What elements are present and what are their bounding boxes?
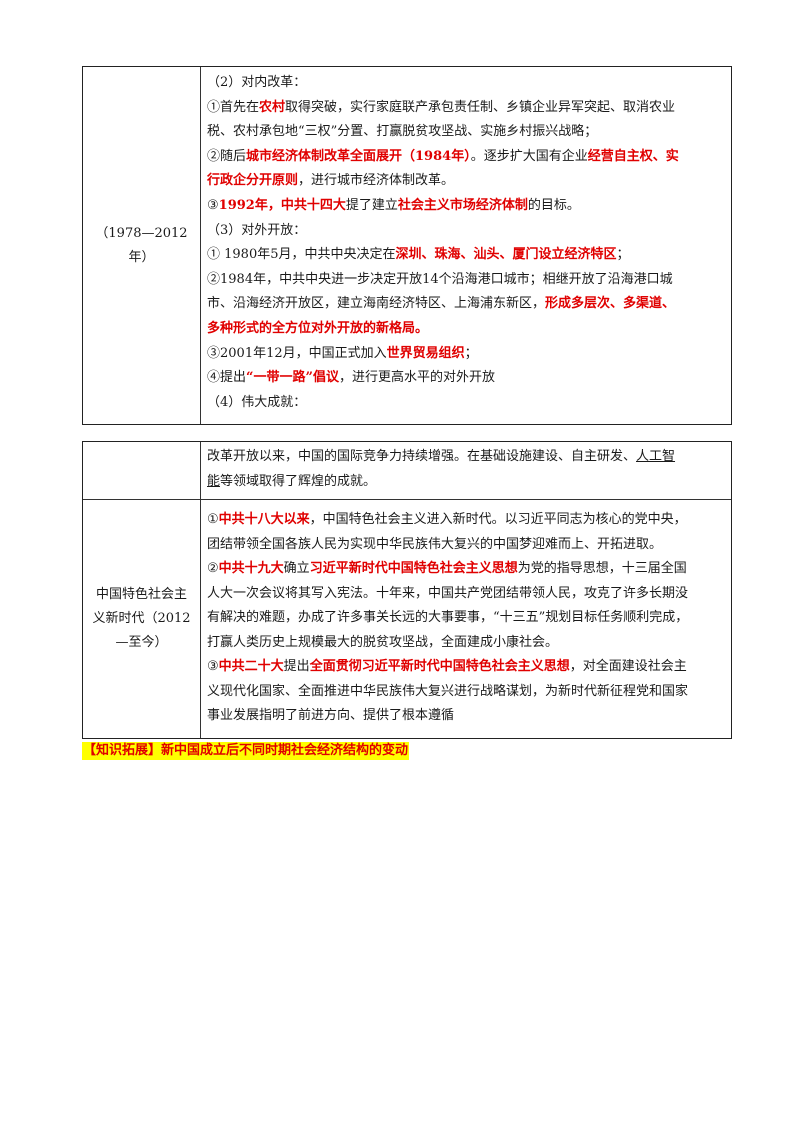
text-segment: 人大一次会议将其写入宪法。十年来，中国共产党团结带领人民，攻克了许多长期没 bbox=[207, 585, 689, 601]
underlined-text: 能 bbox=[207, 473, 221, 489]
text-segment: ，进行更高水平的对外开放 bbox=[338, 370, 495, 386]
text-line: 打赢人类历史上规模最大的脱贫攻坚战，全面建成小康社会。 bbox=[207, 631, 725, 656]
text-line: （2）对内改革： bbox=[207, 71, 725, 96]
text-segment: ① bbox=[207, 512, 219, 527]
text-line: ③2001年12月，中国正式加入世界贸易组织； bbox=[207, 342, 725, 367]
highlight-text: 习近平新时代中国特色社会主义思想 bbox=[309, 561, 518, 576]
text-line: ①中共十八大以来，中国特色社会主义进入新时代。以习近平同志为核心的党中央， bbox=[207, 508, 725, 533]
highlight-text: “一带一路”倡议 bbox=[246, 370, 339, 386]
text-line: ①首先在农村取得突破，实行家庭联产承包责任制、乡镇企业异军突起、取消农业 bbox=[207, 96, 725, 121]
text-segment: ，中国特色社会主义进入新时代。以习近平同志为核心的党中央， bbox=[309, 512, 687, 527]
text-segment: ； bbox=[616, 247, 630, 263]
text-segment: 打赢人类历史上规模最大的脱贫攻坚战，全面建成小康社会。 bbox=[207, 634, 559, 650]
text-segment: 等领域取得了辉煌的成就。 bbox=[220, 473, 377, 489]
underlined-text: 人工智 bbox=[636, 449, 676, 464]
text-line: 义现代化国家、全面推进中华民族伟大复兴进行战略谋划，为新时代新征程党和国家 bbox=[207, 680, 725, 705]
text-segment: 团结带领全国各族人民为实现中华民族伟大复兴的中国梦迎难而上、开拓进取。 bbox=[207, 536, 663, 552]
text-line: 行政企分开原则，进行城市经济体制改革。 bbox=[207, 169, 725, 194]
highlight-text: 城市经济体制改革全面展开（1984年） bbox=[246, 148, 471, 164]
text-segment: ③ bbox=[207, 197, 219, 213]
text-line: 事业发展指明了前进方向、提供了根本遵循 bbox=[207, 704, 725, 729]
text-segment: ，进行城市经济体制改革。 bbox=[298, 173, 455, 189]
knowledge-extension-heading: 【知识拓展】新中国成立后不同时期社会经济结构的变动 bbox=[82, 742, 410, 760]
text-segment: 取得突破，实行家庭联产承包责任制、乡镇企业异军突起、取消农业 bbox=[285, 99, 676, 115]
text-line: （3）对外开放： bbox=[207, 219, 725, 244]
text-line: 改革开放以来，中国的国际竞争力持续增强。在基础设施建设、自主研发、人工智 bbox=[207, 445, 725, 470]
text-segment: ①首先在 bbox=[207, 99, 260, 115]
text-segment: ③2001年12月，中国正式加入 bbox=[207, 345, 387, 361]
text-segment: （4）伟大成就： bbox=[207, 394, 307, 410]
text-segment: 的目标。 bbox=[527, 197, 580, 213]
highlight-text: 中共二十大 bbox=[218, 659, 284, 674]
text-line: ① 1980年5月，中共中央决定在深圳、珠海、汕头、厦门设立经济特区； bbox=[207, 243, 725, 268]
empty-label-cell bbox=[83, 442, 201, 499]
period-label-line: （1978—2012 bbox=[95, 225, 188, 241]
table-row: 中国特色社会主 义新时代（2012 —至今） ①中共十八大以来，中国特色社会主义… bbox=[83, 500, 731, 738]
period-label-cell: 中国特色社会主 义新时代（2012 —至今） bbox=[83, 500, 201, 738]
text-line: ②1984年，中共中央进一步决定开放14个沿海港口城市；相继开放了沿海港口城 bbox=[207, 268, 725, 293]
text-segment: ； bbox=[464, 345, 478, 361]
text-line: 人大一次会议将其写入宪法。十年来，中国共产党团结带领人民，攻克了许多长期没 bbox=[207, 582, 725, 607]
text-line: （4）伟大成就： bbox=[207, 391, 725, 416]
text-segment: 。逐步扩大国有企业 bbox=[470, 148, 588, 164]
highlight-text: 全面贯彻习近平新时代中国特色社会主义思想 bbox=[309, 659, 570, 674]
highlight-text: 多种形式的全方位对外开放的新格局。 bbox=[207, 320, 429, 336]
period-label-cell: （1978—2012 年） bbox=[83, 67, 201, 424]
text-line: ②随后城市经济体制改革全面展开（1984年）。逐步扩大国有企业经营自主权、实 bbox=[207, 145, 725, 170]
text-segment: ① 1980年5月，中共中央决定在 bbox=[207, 247, 396, 263]
text-line: 市、沿海经济开放区，建立海南经济特区、上海浦东新区，形成多层次、多渠道、 bbox=[207, 292, 725, 317]
text-segment: ④提出 bbox=[207, 370, 247, 386]
text-segment: ，对全面建设社会主 bbox=[569, 659, 687, 674]
period-label-line: —至今） bbox=[115, 635, 168, 650]
content-cell: （2）对内改革： ①首先在农村取得突破，实行家庭联产承包责任制、乡镇企业异军突起、… bbox=[201, 67, 731, 424]
text-segment: 确立 bbox=[283, 561, 310, 576]
highlight-text: 经营自主权、实 bbox=[587, 148, 679, 164]
text-line: 多种形式的全方位对外开放的新格局。 bbox=[207, 317, 725, 342]
highlight-text: 中共十八大以来 bbox=[218, 512, 310, 527]
text-line: ③1992年，中共十四大提了建立社会主义市场经济体制的目标。 bbox=[207, 194, 725, 219]
content-cell: ①中共十八大以来，中国特色社会主义进入新时代。以习近平同志为核心的党中央， 团结带… bbox=[201, 500, 731, 738]
highlight-text: 中共十九大 bbox=[218, 561, 284, 576]
highlight-text: 深圳、珠海、汕头、厦门设立经济特区 bbox=[395, 247, 617, 263]
text-line: ②中共十九大确立习近平新时代中国特色社会主义思想为党的指导思想，十三届全国 bbox=[207, 557, 725, 582]
text-segment: 市、沿海经济开放区，建立海南经济特区、上海浦东新区， bbox=[207, 296, 546, 312]
text-line: ③中共二十大提出全面贯彻习近平新时代中国特色社会主义思想，对全面建设社会主 bbox=[207, 655, 725, 680]
text-segment: （3）对外开放： bbox=[207, 222, 307, 238]
text-line: 有解决的难题，办成了许多事关长远的大事要事，“十三五”规划目标任务顺利完成， bbox=[207, 606, 725, 631]
text-line: 能等领域取得了辉煌的成就。 bbox=[207, 470, 725, 495]
text-segment: 为党的指导思想，十三届全国 bbox=[517, 561, 687, 576]
text-line: 团结带领全国各族人民为实现中华民族伟大复兴的中国梦迎难而上、开拓进取。 bbox=[207, 533, 725, 558]
highlight-text: 行政企分开原则 bbox=[207, 173, 299, 189]
text-line: ④提出“一带一路”倡议，进行更高水平的对外开放 bbox=[207, 366, 725, 391]
text-segment: 事业发展指明了前进方向、提供了根本遵循 bbox=[207, 708, 455, 723]
text-line: 税、农村承包地“三权”分置、打赢脱贫攻坚战、实施乡村振兴战略； bbox=[207, 120, 725, 145]
period-label-line: 义新时代（2012 bbox=[92, 611, 191, 626]
text-segment: 义现代化国家、全面推进中华民族伟大复兴进行战略谋划，为新时代新征程党和国家 bbox=[207, 683, 689, 699]
text-segment: 改革开放以来，中国的国际竞争力持续增强。在基础设施建设、自主研发、 bbox=[207, 449, 637, 464]
content-cell: 改革开放以来，中国的国际竞争力持续增强。在基础设施建设、自主研发、人工智能等领域… bbox=[201, 442, 731, 499]
text-segment: ③ bbox=[207, 659, 219, 674]
text-segment: ②1984年，中共中央进一步决定开放14个沿海港口城市；相继开放了沿海港口城 bbox=[207, 271, 673, 287]
text-segment: 提出 bbox=[283, 659, 310, 674]
table-row: 改革开放以来，中国的国际竞争力持续增强。在基础设施建设、自主研发、人工智能等领域… bbox=[83, 442, 731, 500]
period-label-line: 中国特色社会主 bbox=[95, 587, 187, 602]
highlight-text: 形成多层次、多渠道、 bbox=[545, 296, 676, 312]
text-segment: （2）对内改革： bbox=[207, 75, 307, 90]
period-label-line: 年） bbox=[128, 249, 155, 265]
text-segment: 税、农村承包地“三权”分置、打赢脱贫攻坚战、实施乡村振兴战略； bbox=[207, 124, 598, 140]
text-segment: ② bbox=[207, 561, 219, 576]
highlight-text: 1992年，中共十四大 bbox=[218, 197, 346, 213]
text-segment: 有解决的难题，办成了许多事关长远的大事要事，“十三五”规划目标任务顺利完成， bbox=[207, 610, 689, 625]
highlight-text: 世界贸易组织 bbox=[386, 345, 465, 361]
text-segment: ②随后 bbox=[207, 148, 247, 164]
highlight-text: 农村 bbox=[259, 99, 286, 115]
reform-era-table: （1978—2012 年） （2）对内改革： ①首先在农村取得突破，实行家庭联产承… bbox=[82, 66, 732, 425]
text-segment: 提了建立 bbox=[345, 197, 398, 213]
new-era-table: 改革开放以来，中国的国际竞争力持续增强。在基础设施建设、自主研发、人工智能等领域… bbox=[82, 441, 732, 739]
highlight-text: 社会主义市场经济体制 bbox=[397, 197, 528, 213]
